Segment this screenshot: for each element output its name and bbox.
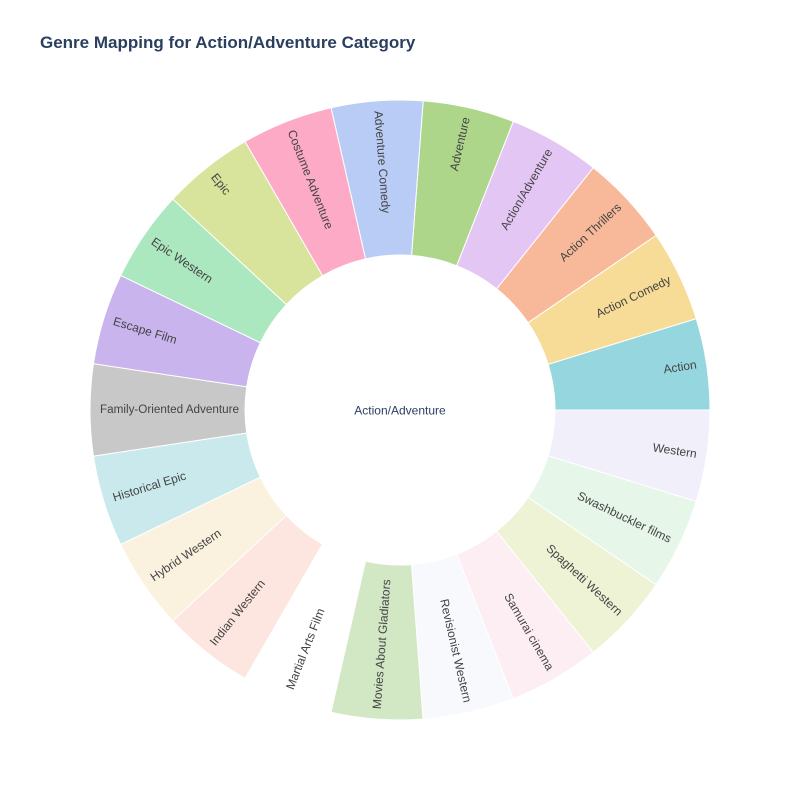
slice-western[interactable] <box>547 409 711 502</box>
slice-label-action: Action <box>662 358 697 377</box>
slice-label-family-oriented-adventure: Family-Oriented Adventure <box>100 403 239 416</box>
root-label: Action/Adventure <box>354 404 446 418</box>
slice-label-western: Western <box>652 440 698 460</box>
sunburst-slices <box>89 99 711 721</box>
chart-title: Genre Mapping for Action/Adventure Categ… <box>40 33 416 52</box>
